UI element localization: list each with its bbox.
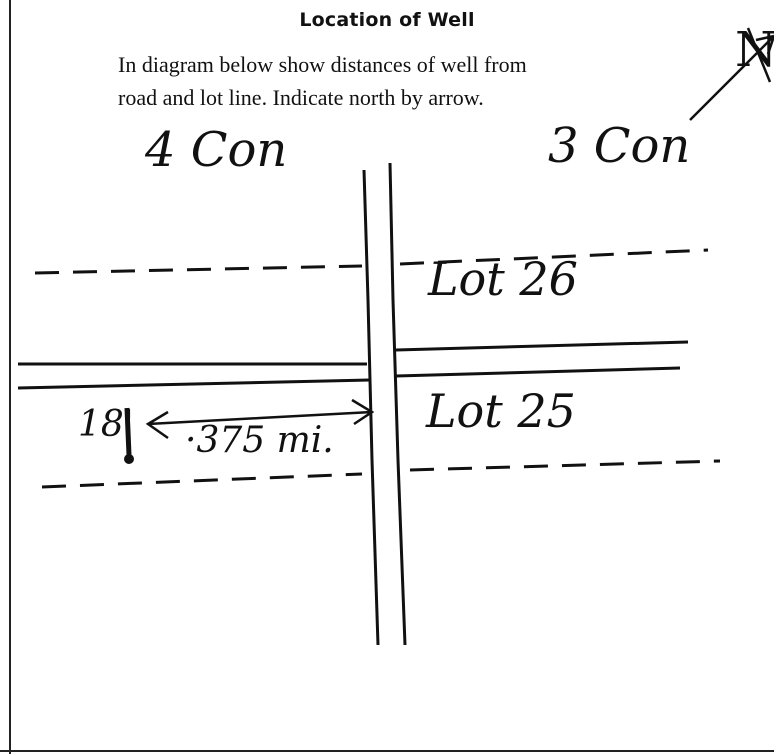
concession-right-label: 3 Con <box>548 118 691 174</box>
east-west-road <box>17 340 689 390</box>
lot-north-label: Lot 26 <box>428 252 578 306</box>
instruction-text: In diagram below show distances of well … <box>118 48 678 114</box>
section-title: Location of Well <box>299 9 475 31</box>
instruction-line-2: road and lot line. Indicate north by arr… <box>118 85 484 110</box>
north-south-road <box>362 162 407 646</box>
distance-label: ·375 mi. <box>185 420 334 461</box>
distance-arrow <box>145 398 375 440</box>
north-arrow <box>689 27 774 121</box>
well-marker <box>124 407 134 464</box>
lot-south-label: Lot 25 <box>426 384 576 438</box>
lot-line-north-east <box>399 248 709 266</box>
lot-line-south-east <box>409 459 721 472</box>
north-symbol: N <box>735 22 774 78</box>
concession-left-label: 4 Con <box>145 122 288 178</box>
lot-line-south-west <box>41 472 363 489</box>
lot-line-north-west <box>34 264 363 275</box>
instruction-line-1: In diagram below show distances of well … <box>118 52 527 77</box>
well-depth-label: 18' <box>78 404 134 445</box>
